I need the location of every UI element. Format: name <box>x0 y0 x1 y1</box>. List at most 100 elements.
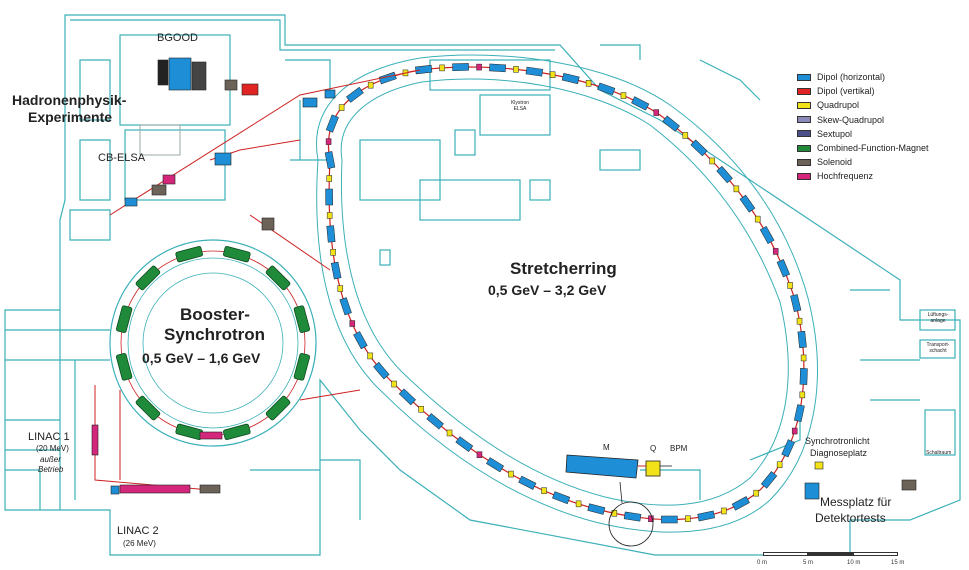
scale-tick-10: 10 m <box>847 560 861 566</box>
ring-quadrupole <box>682 132 689 139</box>
klystron-label: Klystron ELSA <box>510 100 530 112</box>
rf-cavity <box>648 515 654 522</box>
ring-quadrupole <box>611 510 618 517</box>
ring-quadrupole <box>709 157 715 165</box>
combined-function-magnet <box>265 265 291 291</box>
ring-dipole <box>662 115 680 132</box>
ring-dipole <box>518 475 537 490</box>
synchrotron-light-label-1: Synchrotronlicht <box>805 436 870 446</box>
detail-quad-label: Q <box>650 444 657 453</box>
detail-inset <box>565 454 672 547</box>
legend-label: Dipol (horizontal) <box>817 72 886 83</box>
combined-function-magnet <box>135 395 161 421</box>
ring-dipole <box>561 72 580 85</box>
ventilation-label: Lüftungs-anlage <box>927 312 949 324</box>
ring-quadrupole <box>338 104 345 111</box>
ring-quadrupole <box>753 489 759 497</box>
ring-dipole <box>739 194 756 213</box>
ring-quadrupole <box>796 317 803 325</box>
legend-item: Quadrupol <box>797 98 929 112</box>
ring-quadrupole <box>549 71 556 78</box>
ring-dipole <box>697 510 716 522</box>
ring-quadrupole <box>508 470 514 478</box>
stretcher-title: Stretcherring <box>510 259 617 278</box>
ring-quadrupole <box>439 64 445 72</box>
rf-cavity <box>476 63 482 71</box>
legend-swatch <box>797 130 811 138</box>
legend-swatch <box>797 73 811 81</box>
ring-quadrupole <box>337 285 344 292</box>
ring-dipole <box>760 471 778 489</box>
ring-dipole <box>398 388 416 406</box>
ring-dipole <box>790 294 802 312</box>
ring-dipole <box>346 86 364 103</box>
legend: Dipol (horizontal) Dipol (vertikal)Quadru… <box>797 70 929 184</box>
transport-shaft-label: Transport-schacht <box>926 342 950 354</box>
ring-dipole <box>486 457 504 473</box>
ring-dipole <box>731 496 750 511</box>
stretcher-energy: 0,5 GeV – 3,2 GeV <box>488 282 607 298</box>
ring-dipole <box>781 439 795 458</box>
rf-cavity <box>791 427 798 435</box>
booster-title-line1: Booster- <box>180 305 250 324</box>
combined-function-magnet <box>135 265 161 291</box>
ring-quadrupole <box>721 507 727 515</box>
legend-label: Skew-Quadrupol <box>817 114 885 125</box>
booster-energy: 0,5 GeV – 1,6 GeV <box>142 350 261 366</box>
synchrotron-light-label-2: Diagnoseplatz <box>810 448 868 458</box>
ring-quadrupole <box>367 352 373 360</box>
hadron-label-line1: Hadronenphysik- <box>12 92 127 108</box>
legend-item: Combined-Function-Magnet <box>797 141 929 155</box>
scale-tick-15: 15 m <box>891 560 905 566</box>
ring-quadrupole <box>513 66 519 73</box>
rf-cavity <box>772 248 779 255</box>
rf-cavity <box>349 320 356 327</box>
ring-quadrupole <box>733 185 740 193</box>
ring-dipole <box>324 151 336 169</box>
ring-dipole <box>587 503 606 515</box>
linac1-energy: (20 MeV) <box>36 444 69 453</box>
ring-dipole <box>716 165 733 184</box>
ring-dipole <box>525 66 544 77</box>
ring-dipole <box>799 368 808 385</box>
ring-quadrupole <box>620 92 627 99</box>
linac2-label: LINAC 2 <box>117 525 159 537</box>
ring-dipole <box>325 114 339 133</box>
ring-dipole <box>597 82 616 96</box>
legend-swatch <box>797 144 811 152</box>
ring-dipole <box>661 515 678 524</box>
ring-dipole <box>552 491 571 505</box>
legend-item: Hochfrequenz <box>797 169 929 183</box>
rf-cavity <box>199 431 223 440</box>
ring-dipole <box>415 64 433 75</box>
ring-quadrupole <box>391 380 397 388</box>
combined-function-magnet <box>223 245 251 263</box>
combined-function-magnet <box>265 395 291 421</box>
ring-dipole <box>353 331 368 350</box>
scale-bar: 0 m 5 m 10 m 15 m <box>755 548 905 568</box>
ring-dipole <box>325 188 333 206</box>
ring-quadrupole <box>787 282 793 289</box>
bgood-label: BGOOD <box>157 32 198 44</box>
cbelsa-label: CB-ELSA <box>98 152 146 164</box>
building-outline <box>4 14 961 556</box>
legend-swatch <box>797 87 811 95</box>
ring-quadrupole <box>418 406 424 413</box>
ring-dipole <box>793 404 805 422</box>
stretcher-ring <box>316 54 818 533</box>
linac2-energy: (26 MeV) <box>123 539 156 548</box>
combined-function-magnet <box>115 353 133 381</box>
rf-cavity <box>476 451 483 458</box>
beamline-magnets <box>91 57 917 500</box>
legend-label: Dipol (vertikal) <box>817 86 875 97</box>
combined-function-magnet <box>293 305 311 333</box>
ring-quadrupole <box>754 215 761 223</box>
ring-quadrupole <box>685 515 691 522</box>
rf-cavity <box>325 138 332 145</box>
detail-magnet-label: M <box>603 443 610 452</box>
messplatz-label-2: Detektortests <box>815 511 886 525</box>
ring-quadrupole <box>585 79 592 87</box>
booster-synchrotron <box>109 239 317 447</box>
ring-quadrupole <box>541 487 547 494</box>
